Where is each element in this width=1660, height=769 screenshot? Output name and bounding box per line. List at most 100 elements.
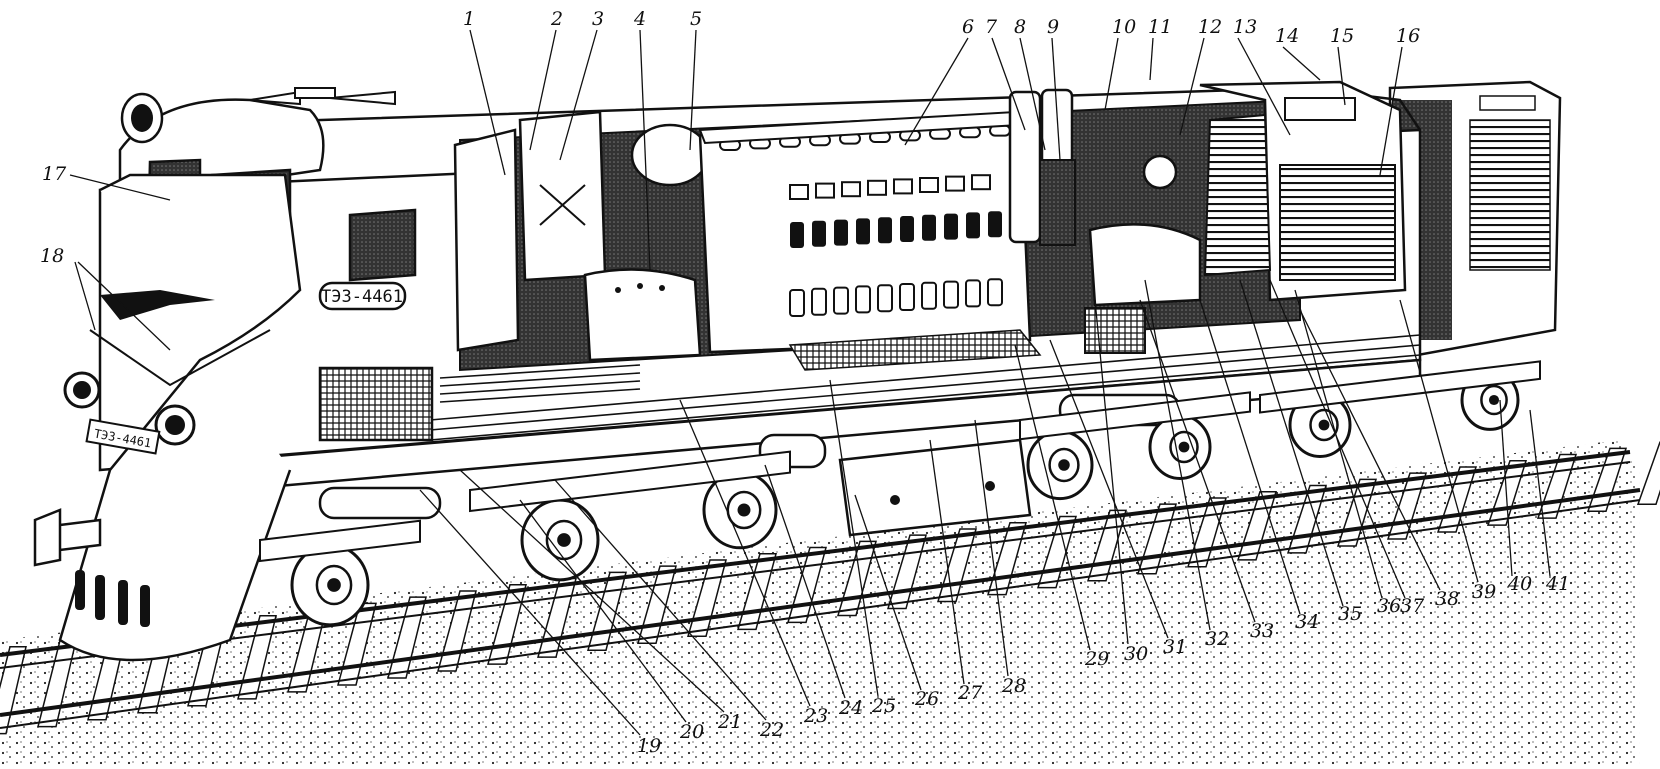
callout-20: 20: [679, 721, 704, 743]
generator-bolts: [615, 283, 665, 293]
leader-line: [1299, 309, 1441, 591]
number-plate-front: [85, 418, 161, 455]
compressor: [1088, 223, 1202, 307]
traction-generator: [583, 268, 702, 362]
sleeper: [637, 565, 677, 645]
axle-hub: [1488, 394, 1500, 406]
bogie-frame: [1259, 360, 1541, 414]
leader-line: [77, 261, 171, 351]
cylinder-port: [811, 287, 827, 316]
callout-21: 21: [717, 711, 742, 733]
callout-4: 4: [633, 8, 646, 30]
fuel-tank: [838, 438, 1032, 537]
callout-18: 18: [40, 245, 64, 267]
front-chevron: [100, 290, 215, 320]
axle-hub: [1318, 419, 1330, 431]
callout-31: 31: [1163, 636, 1187, 658]
rear-roof-hatch: [1479, 95, 1536, 111]
horns: [249, 87, 396, 106]
sleeper: [237, 615, 277, 700]
rail-far-top: [0, 488, 1641, 717]
callout-5: 5: [690, 8, 702, 30]
callout-6: 6: [962, 16, 974, 38]
cylinder-port: [965, 279, 981, 308]
injector-block: [867, 179, 887, 196]
axle-hub: [737, 503, 751, 517]
leader-line: [1379, 46, 1403, 176]
leader-line: [829, 379, 879, 697]
callout-32: 32: [1205, 628, 1229, 650]
sleeper: [1636, 441, 1660, 506]
front-grille: [75, 570, 150, 627]
leader-line: [991, 37, 1026, 131]
body-stripes: [429, 334, 1421, 441]
callout-11: 11: [1148, 16, 1172, 38]
turbocharger: [630, 123, 710, 187]
callout-36: 36: [1377, 595, 1401, 617]
walkway-grating: [788, 329, 1042, 371]
leader-line: [904, 37, 969, 146]
sleeper: [337, 602, 377, 686]
leader-line: [554, 479, 767, 721]
leader-line: [1104, 37, 1119, 111]
leader-line: [419, 489, 641, 736]
callout-25: 25: [871, 695, 896, 717]
callout-28: 28: [1001, 675, 1026, 697]
filter-base: [1039, 159, 1076, 246]
cylinder-head: [966, 212, 980, 239]
cylinder-port: [855, 285, 871, 314]
callout-29: 29: [1084, 648, 1109, 670]
undercarriage: [259, 360, 1541, 627]
callout-19: 19: [637, 735, 661, 757]
cab-side-window: [348, 208, 417, 282]
leader-line: [1294, 289, 1383, 599]
callout-17: 17: [42, 163, 67, 185]
locomotive-number: ТЭЗ-4461: [321, 287, 403, 307]
cylinder-head: [856, 218, 870, 245]
leader-line: [1094, 299, 1129, 645]
bogie-frame: [1019, 391, 1251, 441]
headlight: [131, 104, 153, 132]
callout-38: 38: [1435, 588, 1459, 610]
leader-line: [1049, 339, 1169, 639]
leader-line: [1014, 344, 1091, 651]
callout-16: 16: [1396, 25, 1420, 47]
axle-hub: [327, 578, 341, 592]
callout-40: 40: [1507, 573, 1532, 595]
callout-8: 8: [1014, 16, 1026, 38]
leader-line: [1499, 399, 1513, 577]
leader-line: [1179, 37, 1205, 136]
injector-block: [919, 177, 939, 193]
bogie-frame: [259, 519, 421, 563]
leader-line: [1199, 299, 1301, 615]
injector-block: [789, 184, 809, 200]
cylinder-head: [922, 214, 936, 241]
leader-line: [529, 29, 557, 151]
leader-line: [1237, 37, 1291, 136]
callout-39: 39: [1472, 581, 1496, 603]
cylinder-head: [812, 220, 826, 247]
leader-line: [1239, 279, 1344, 607]
open-door-panel: [453, 128, 520, 352]
callout-35: 35: [1338, 603, 1362, 625]
callout-30: 30: [1124, 643, 1148, 665]
callout-7: 7: [985, 16, 998, 38]
cylinder-port: [899, 283, 915, 311]
sleeper: [0, 646, 27, 735]
track-bed: [0, 440, 1660, 765]
callout-34: 34: [1295, 611, 1319, 633]
callout-33: 33: [1250, 620, 1274, 642]
bogies: [259, 360, 1541, 627]
front-v-stripe: [89, 329, 271, 387]
axle-hub: [557, 533, 571, 547]
rail-near-top: [0, 450, 1631, 657]
radiator-shutters: [1279, 164, 1396, 281]
leader-line: [1144, 279, 1211, 631]
side-air-grille: [318, 366, 434, 442]
cylinder-port: [943, 280, 959, 309]
injector-block: [971, 174, 991, 191]
callout-3: 3: [592, 8, 604, 30]
callout-37: 37: [1400, 595, 1425, 617]
callout-15: 15: [1330, 25, 1354, 47]
